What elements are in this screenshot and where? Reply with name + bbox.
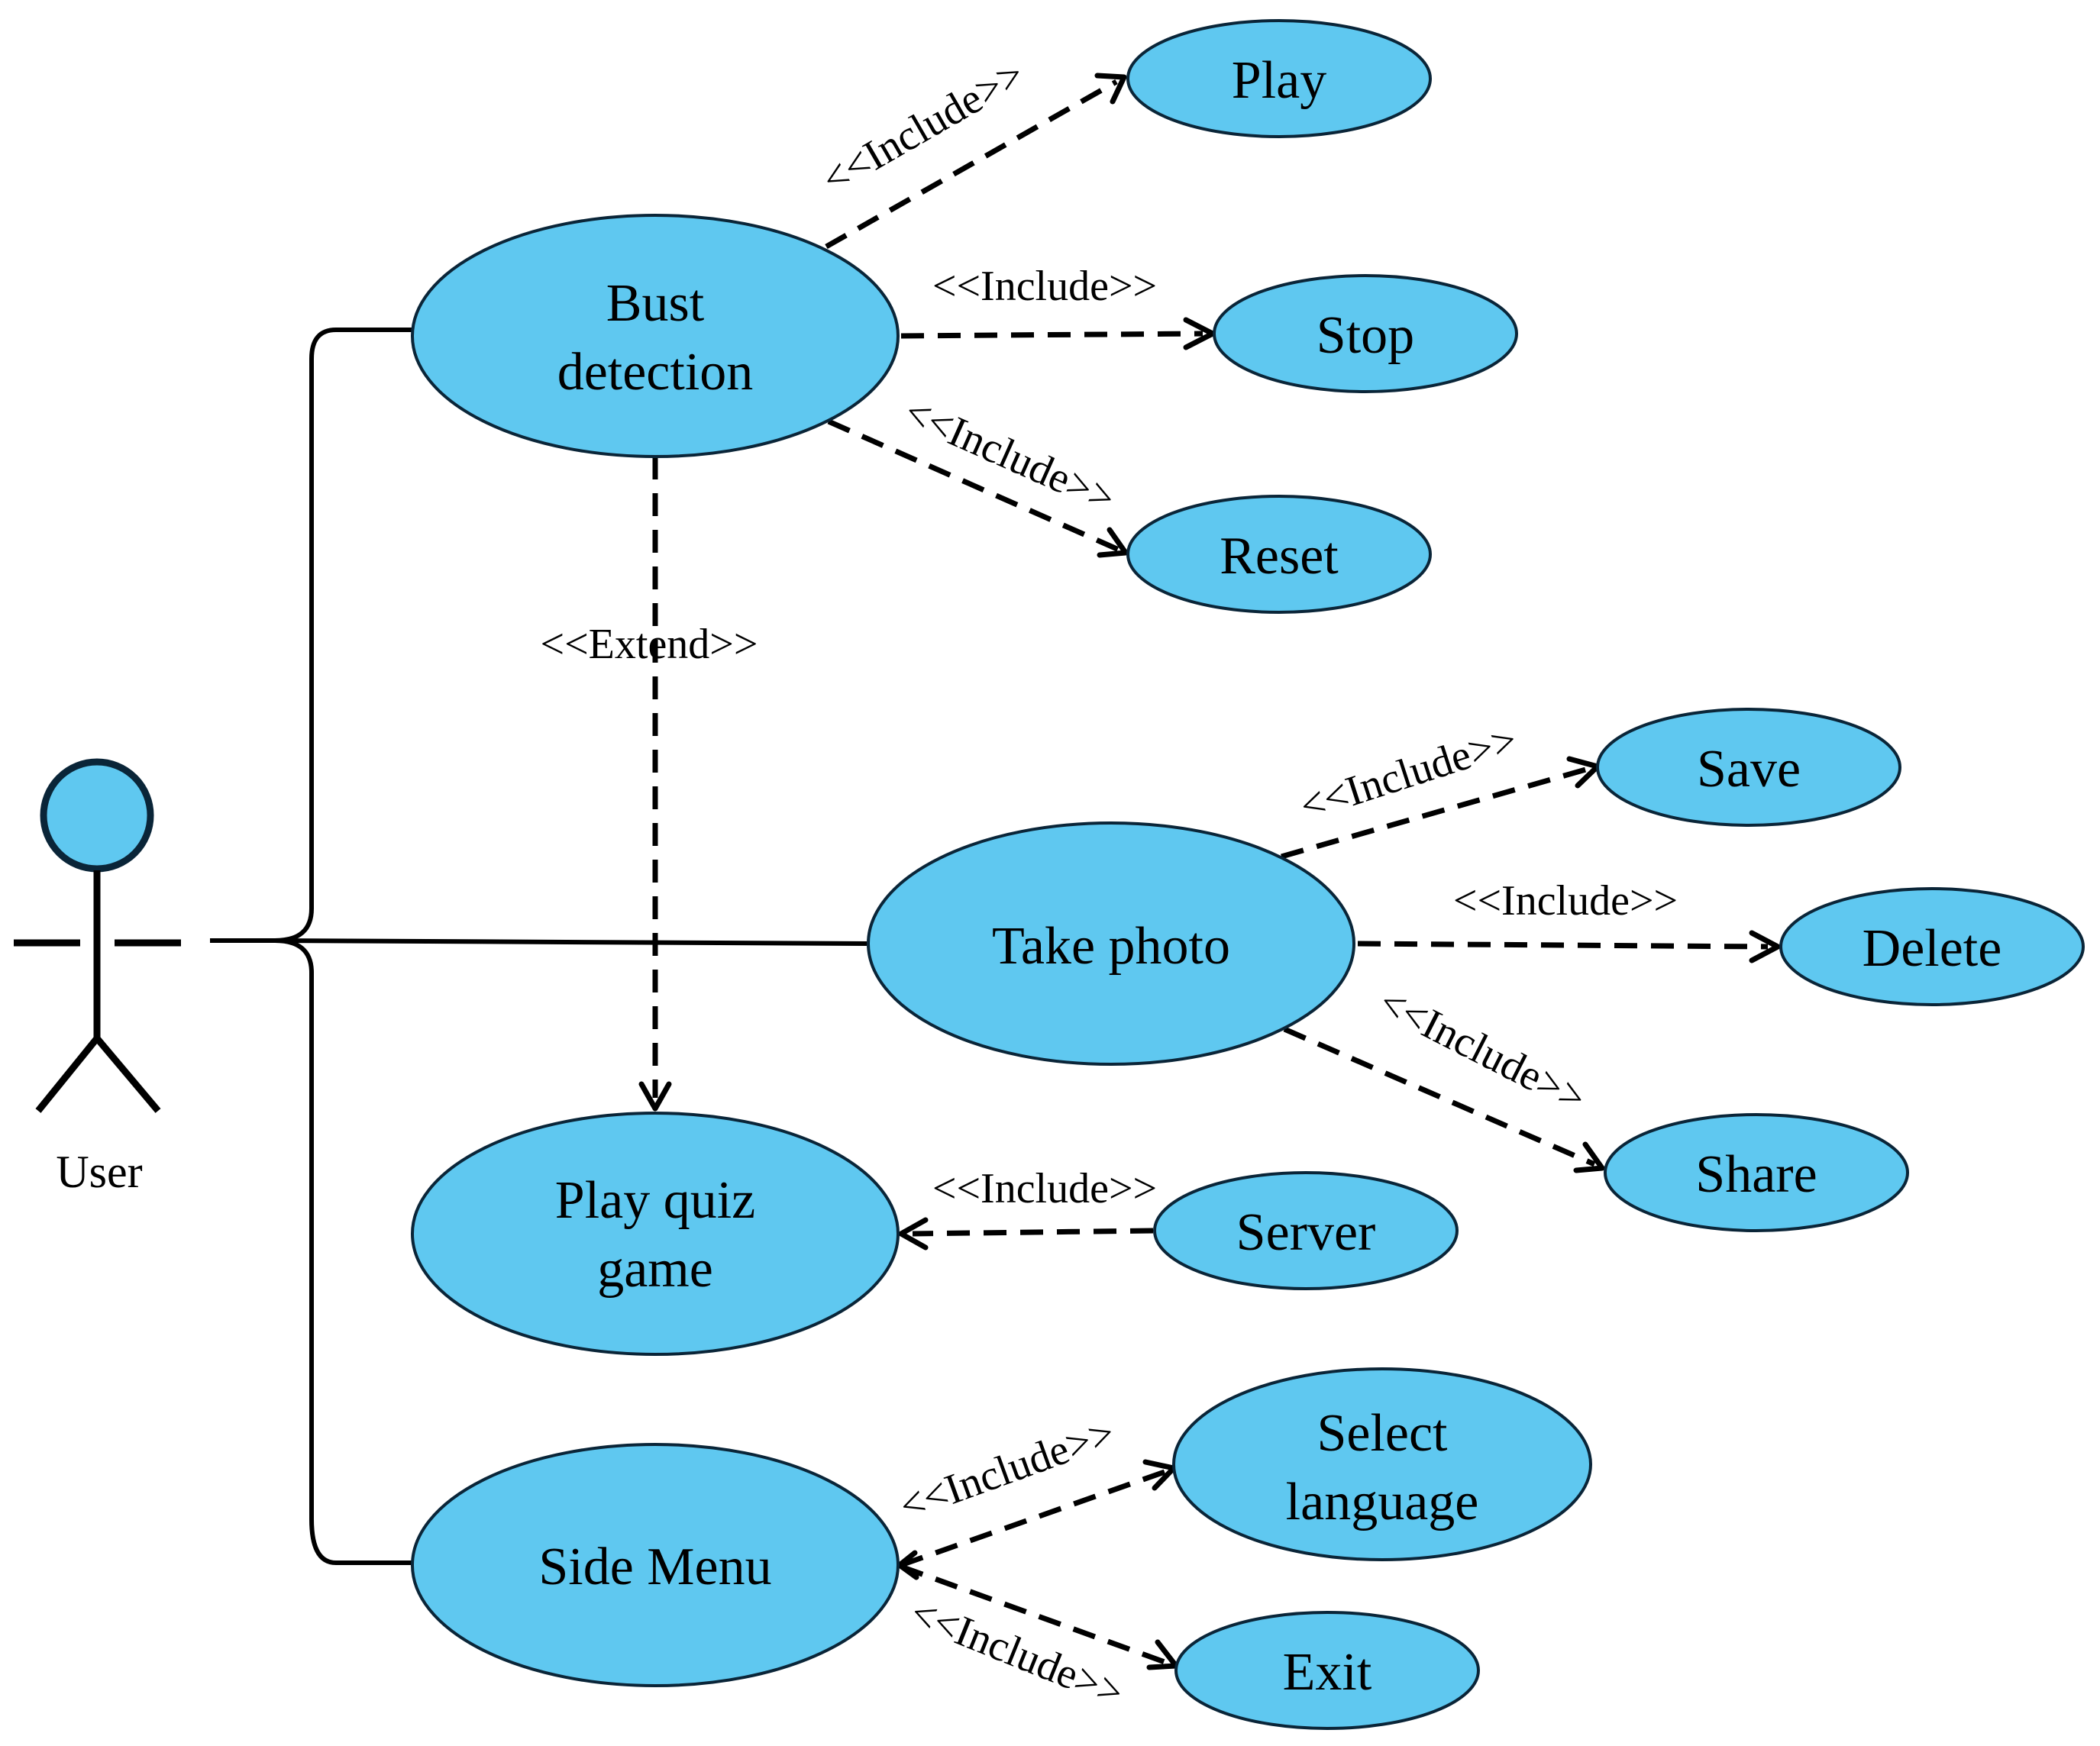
include-arrow-share	[1283, 1026, 1596, 1167]
label-include-save: <<Include>>	[1294, 716, 1523, 831]
usecase-play-quiz-game-line1: Play quiz	[555, 1171, 755, 1230]
include-arrow-reset	[827, 418, 1120, 553]
arrowhead-delete	[1749, 930, 1781, 963]
actor-head	[40, 758, 154, 873]
usecase-play[interactable]: Play	[1126, 19, 1432, 138]
usecase-select-language-line1: Select	[1317, 1404, 1448, 1463]
usecase-share[interactable]: Share	[1604, 1113, 1909, 1232]
include-arrow-server	[912, 1228, 1154, 1237]
usecase-bust-detection-line1: Bust	[606, 274, 705, 333]
usecase-select-language-line2: language	[1286, 1473, 1479, 1531]
actor-label: User	[56, 1147, 142, 1197]
label-include-delete: <<Include>>	[1453, 877, 1678, 925]
label-include-play: <<Include>>	[814, 50, 1032, 204]
usecase-bust-detection[interactable]: Bust detection	[411, 214, 900, 458]
usecase-stop-label: Stop	[1317, 306, 1414, 365]
usecase-delete-label: Delete	[1863, 919, 2002, 978]
usecase-side-menu-label: Side Menu	[538, 1538, 771, 1596]
usecase-play-quiz-game[interactable]: Play quiz game	[411, 1112, 900, 1356]
usecase-take-photo-label: Take photo	[992, 917, 1230, 976]
usecase-bust-detection-line2: detection	[557, 343, 754, 402]
include-arrow-play	[825, 79, 1118, 250]
usecase-save-label: Save	[1697, 740, 1801, 799]
usecase-reset-label: Reset	[1220, 527, 1339, 586]
include-arrow-delete	[1357, 941, 1769, 950]
usecase-select-language[interactable]: Select language	[1172, 1367, 1592, 1561]
association-brace	[210, 328, 412, 1565]
label-include-select-language: <<Include>>	[893, 1409, 1121, 1531]
usecase-delete[interactable]: Delete	[1779, 887, 2085, 1006]
usecase-side-menu[interactable]: Side Menu	[411, 1443, 900, 1687]
usecase-server[interactable]: Server	[1153, 1171, 1459, 1290]
label-include-share: <<Include>>	[1371, 979, 1593, 1123]
usecase-play-quiz-game-line2: game	[597, 1240, 713, 1299]
arrowhead-reset	[1097, 527, 1129, 558]
include-arrow-save	[1281, 766, 1589, 860]
label-include-server: <<Include>>	[932, 1165, 1157, 1212]
label-extend: <<Extend>>	[541, 621, 758, 668]
usecase-reset[interactable]: Reset	[1126, 495, 1432, 614]
arrowhead-quiz	[638, 1081, 672, 1112]
relations	[638, 73, 1781, 1670]
include-arrow-exit	[900, 1564, 1168, 1666]
usecase-play-label: Play	[1232, 51, 1326, 110]
usecase-save[interactable]: Save	[1596, 708, 1901, 827]
association-take-photo	[274, 938, 867, 946]
usecase-exit[interactable]: Exit	[1174, 1611, 1480, 1730]
arrowhead-server	[898, 1217, 929, 1251]
arrowhead-share	[1573, 1141, 1605, 1173]
user-actor: User	[14, 758, 181, 1197]
usecase-server-label: Server	[1236, 1203, 1376, 1262]
include-arrow-select-language	[900, 1469, 1166, 1568]
arrowhead-play	[1094, 73, 1127, 105]
include-arrow-stop	[900, 331, 1203, 339]
usecase-share-label: Share	[1695, 1145, 1817, 1204]
label-include-stop: <<Include>>	[932, 263, 1157, 310]
actor-leg-right	[94, 1036, 161, 1113]
usecase-exit-label: Exit	[1283, 1643, 1372, 1702]
usecase-stop[interactable]: Stop	[1213, 274, 1518, 393]
actor-associations	[210, 328, 867, 1565]
actor-leg-left	[35, 1036, 100, 1113]
usecase-take-photo[interactable]: Take photo	[867, 821, 1355, 1066]
